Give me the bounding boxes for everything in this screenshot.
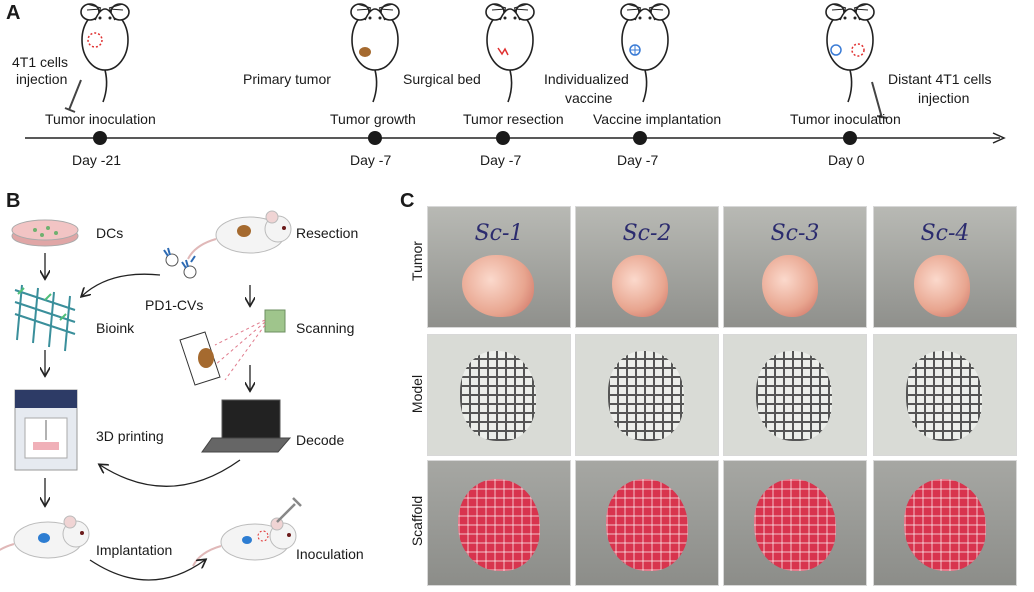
tumor-photo: Sc-1 <box>427 206 571 328</box>
mouse-illustration <box>620 3 670 103</box>
timeline-event-label: Tumor growth <box>330 111 416 127</box>
scanner-icon <box>179 309 286 386</box>
tumor-photo: Sc-3 <box>723 206 867 328</box>
timeline-day-label: Day -7 <box>617 152 659 168</box>
timeline-dot <box>843 131 857 145</box>
printed-scaffold <box>754 479 836 571</box>
scaffold-model-mesh <box>460 351 536 441</box>
printed-scaffold <box>458 479 540 571</box>
timeline-day-label: Day -7 <box>350 152 392 168</box>
workflow-label: Scanning <box>296 320 355 336</box>
petri-dish-icon <box>11 219 79 247</box>
scaffold-photo <box>575 460 719 586</box>
annotation-text: injection <box>918 90 970 106</box>
model-render <box>575 334 719 456</box>
mouse-illustration <box>350 3 400 103</box>
mouse-illustration <box>825 3 888 119</box>
timeline-dots <box>93 131 857 145</box>
annotation-text: 4T1 cells <box>12 54 69 70</box>
workflow-svg <box>0 210 302 581</box>
annotation-text: Primary tumor <box>243 71 331 87</box>
scaffold-photo <box>873 460 1017 586</box>
panel-letter-b: B <box>6 190 21 212</box>
workflow-label: Implantation <box>96 542 173 558</box>
mouse-resection-icon <box>187 210 292 260</box>
sample-label: Sc-2 <box>622 221 672 246</box>
sample-label: Sc-1 <box>474 221 524 246</box>
workflow-label: DCs <box>96 225 124 241</box>
timeline-arrowhead <box>992 132 1006 144</box>
tumor-tissue <box>462 255 534 317</box>
row-label-model: Model <box>409 374 425 414</box>
annotation-text: Individualized <box>544 71 629 87</box>
printed-scaffold <box>904 479 986 571</box>
sample-label: Sc-3 <box>770 221 820 246</box>
annotation-text: injection <box>16 71 68 87</box>
workflow-label: 3D printing <box>96 428 164 444</box>
row-label-scaffold: Scaffold <box>409 495 425 547</box>
scaffold-model-mesh <box>608 351 684 441</box>
mouse-implantation-icon <box>0 515 90 565</box>
workflow-label: Decode <box>296 432 345 448</box>
workflow-label: Resection <box>296 225 359 241</box>
timeline-event-label: Tumor inoculation <box>45 111 156 127</box>
timeline-dot <box>496 131 510 145</box>
row-label-tumor: Tumor <box>409 241 425 281</box>
timeline-event-label: Tumor inoculation <box>790 111 901 127</box>
scaffold-model-mesh <box>756 351 832 441</box>
timeline-dot <box>633 131 647 145</box>
workflow-label: PD1-CVs <box>145 297 204 313</box>
scaffold-photo <box>427 460 571 586</box>
timeline-day-label: Day -21 <box>72 152 122 168</box>
timeline-event-label: Tumor resection <box>463 111 564 127</box>
mouse-illustration <box>485 3 535 103</box>
tumor-tissue <box>612 255 668 317</box>
mouse-inoculation-icon <box>192 497 302 567</box>
timeline-dot <box>93 131 107 145</box>
annotation-text: Distant 4T1 cells <box>888 71 992 87</box>
workflow-label: Inoculation <box>296 546 364 562</box>
scaffold-model-mesh <box>906 351 982 441</box>
model-render <box>723 334 867 456</box>
laptop-icon <box>201 399 292 453</box>
tumor-tissue <box>762 255 818 317</box>
annotation-text: vaccine <box>565 90 613 106</box>
tumor-tissue <box>914 255 970 317</box>
panel-letter-c: C <box>400 190 415 212</box>
workflow-label: Bioink <box>96 320 135 336</box>
timeline-day-label: Day 0 <box>828 152 865 168</box>
tumor-photo: Sc-2 <box>575 206 719 328</box>
pd1-vesicles-icon <box>163 247 197 279</box>
model-render <box>873 334 1017 456</box>
timeline-svg <box>25 3 1006 145</box>
mouse-illustration <box>64 3 130 113</box>
timeline-event-label: Vaccine implantation <box>593 111 722 127</box>
bioink-mesh-icon <box>14 284 76 352</box>
model-render <box>427 334 571 456</box>
timeline-day-label: Day -7 <box>480 152 522 168</box>
panel-letter-a: A <box>6 2 21 24</box>
sample-label: Sc-4 <box>920 221 970 246</box>
scaffold-photo <box>723 460 867 586</box>
annotation-text: Surgical bed <box>403 71 481 87</box>
tumor-photo: Sc-4 <box>873 206 1017 328</box>
timeline-dot <box>368 131 382 145</box>
printed-scaffold <box>606 479 688 571</box>
printer-icon <box>14 389 78 471</box>
